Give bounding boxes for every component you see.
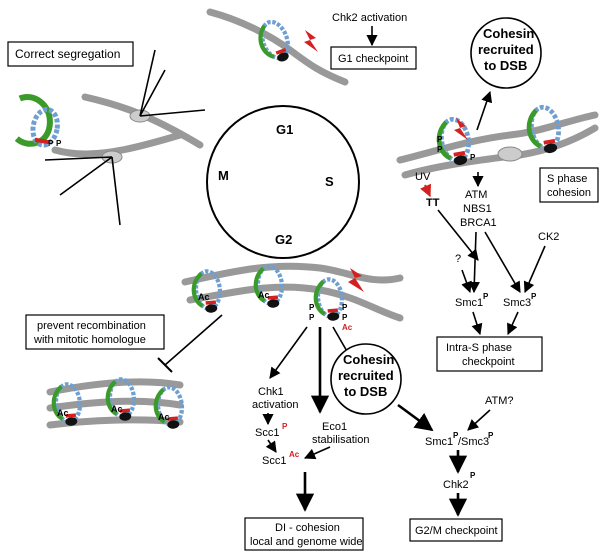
eco1-line1: Eco1 [322, 421, 347, 433]
acetyl-ac-4: Ac [111, 404, 123, 414]
acetyl-ac-5: Ac [158, 412, 170, 422]
s-phase-cohesion-line1: S phase [547, 173, 587, 185]
smc1-mid-phospho: P [453, 431, 459, 440]
g2m-checkpoint-label: G2/M checkpoint [415, 525, 498, 537]
phospho-p-6: P [309, 303, 315, 312]
uv-label: UV [415, 171, 431, 183]
cell-cycle-diagram: G1 S G2 M [206, 105, 360, 259]
smc1-label: Smc1 [455, 297, 483, 309]
s-phase-panel: Cohesin recruited to DSB P P P S phase c… [396, 17, 599, 372]
phospho-p-7: P [309, 313, 315, 322]
phospho-p-2: P [56, 139, 62, 148]
di-cohesion-pathway: Chk1 activation Scc1 P Scc1 Ac Eco1 stab… [244, 326, 369, 551]
nbs1-label: NBS1 [463, 203, 492, 215]
prevent-recombination-panel: prevent recombination with mitotic homol… [25, 314, 223, 430]
acetyl-ac-1: Ac [198, 292, 210, 302]
g2-chromosome-panel: Ac Ac P P P P Ac [181, 262, 404, 332]
phospho-p-8: P [342, 303, 348, 312]
acetyl-ac-red: Ac [342, 323, 353, 332]
unknown-question-label: ? [455, 253, 461, 265]
atm-label: ATM [465, 189, 487, 201]
phospho-p-3: P [437, 135, 443, 144]
dsb-lightning-icon [348, 268, 364, 292]
correct-segregation-label: Correct segregation [15, 47, 120, 61]
cycle-g1-label: G1 [276, 122, 293, 137]
g1-checkpoint-panel: Chk2 activation G1 checkpoint [206, 8, 417, 86]
phospho-p-5: P [470, 153, 476, 162]
atm-question-label: ATM? [485, 395, 514, 407]
scc1-ac-label: Scc1 [262, 455, 286, 467]
smc1-phospho: P [483, 292, 489, 301]
cohesin-mid-line3: to DSB [344, 384, 387, 399]
acetyl-ac-3: Ac [57, 408, 69, 418]
cohesin-ring-open [14, 94, 60, 148]
di-cohesion-line1: DI - cohesion [275, 522, 340, 534]
g1-checkpoint-label: G1 checkpoint [338, 53, 408, 65]
di-cohesion-line2: local and genome wide [250, 536, 363, 548]
s-phase-cohesion-line2: cohesion [547, 187, 591, 199]
phospho-p-4: P [437, 145, 443, 154]
tt-label: TT [426, 197, 440, 209]
phospho-p-9: P [342, 313, 348, 322]
scc1-p-label: Scc1 [255, 427, 279, 439]
ck2-label: CK2 [538, 231, 559, 243]
phospho-p-1: P [48, 139, 54, 148]
brca1-label: BRCA1 [460, 217, 497, 229]
dsb-lightning-icon [454, 118, 468, 140]
scc1-acetyl: Ac [289, 450, 300, 459]
intra-s-line1: Intra-S phase [446, 342, 512, 354]
smc3-phospho: P [531, 292, 537, 301]
g2m-pathway: Cohesin recruited to DSB ATM? Smc1 P /Sm… [330, 343, 514, 542]
cycle-g2-label: G2 [275, 232, 292, 247]
cycle-m-label: M [218, 168, 229, 183]
cycle-s-label: S [325, 174, 334, 189]
cohesin-mid-line1: Cohesin [343, 352, 394, 367]
chk1-line2: activation [252, 399, 298, 411]
smc3-mid-label: /Smc3 [458, 436, 489, 448]
scc1-phospho: P [282, 422, 288, 431]
chk2-phospho: P [470, 471, 476, 480]
smc3-label: Smc3 [503, 297, 531, 309]
eco1-line2: stabilisation [312, 434, 369, 446]
acetyl-ac-2: Ac [258, 290, 270, 300]
dsb-lightning-icon [304, 30, 318, 52]
correct-segregation-panel: Correct segregation P P [7, 41, 206, 226]
smc3-mid-phospho: P [488, 431, 494, 440]
prevent-line2: with mitotic homologue [33, 334, 146, 346]
cohesin-mid-line2: recruited [338, 368, 394, 383]
cohesin-top-line2: recruited [478, 42, 534, 57]
smc1-mid-label: Smc1 [425, 436, 453, 448]
chk2-activation-label: Chk2 activation [332, 12, 407, 24]
intra-s-line2: checkpoint [462, 356, 515, 368]
cohesin-top-line1: Cohesin [483, 26, 534, 41]
chk2-label: Chk2 [443, 479, 469, 491]
prevent-line1: prevent recombination [37, 320, 146, 332]
cohesin-top-line3: to DSB [484, 58, 527, 73]
chk1-line1: Chk1 [258, 386, 284, 398]
